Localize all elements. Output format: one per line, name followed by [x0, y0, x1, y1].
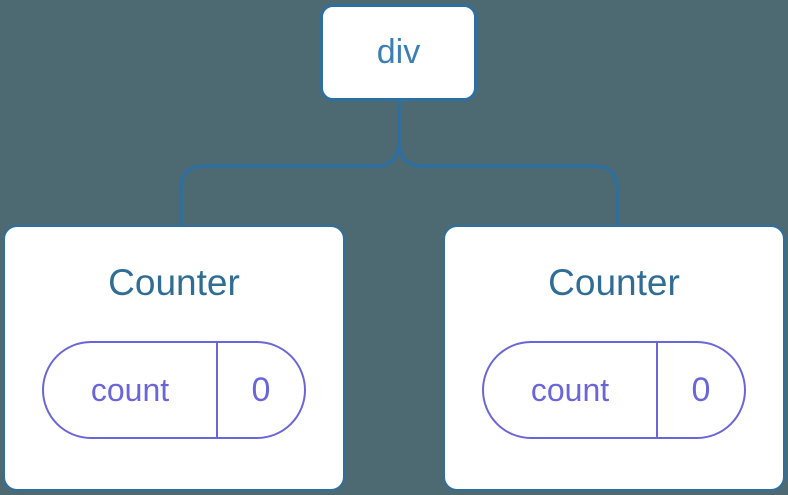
- state-key-right: count: [484, 343, 658, 437]
- counter-title-left: Counter: [108, 262, 240, 303]
- state-pill-right: count 0: [482, 341, 746, 439]
- state-key-left: count: [44, 343, 218, 437]
- state-value-left: 0: [251, 370, 271, 409]
- root-node-div: div: [320, 4, 477, 101]
- counter-title-right: Counter: [548, 262, 680, 303]
- root-node-label: div: [376, 33, 421, 71]
- counter-node-right: Counter count 0: [443, 225, 785, 491]
- state-value-right: 0: [691, 370, 711, 409]
- counter-node-left: Counter count 0: [3, 225, 345, 491]
- state-pill-left: count 0: [42, 341, 306, 439]
